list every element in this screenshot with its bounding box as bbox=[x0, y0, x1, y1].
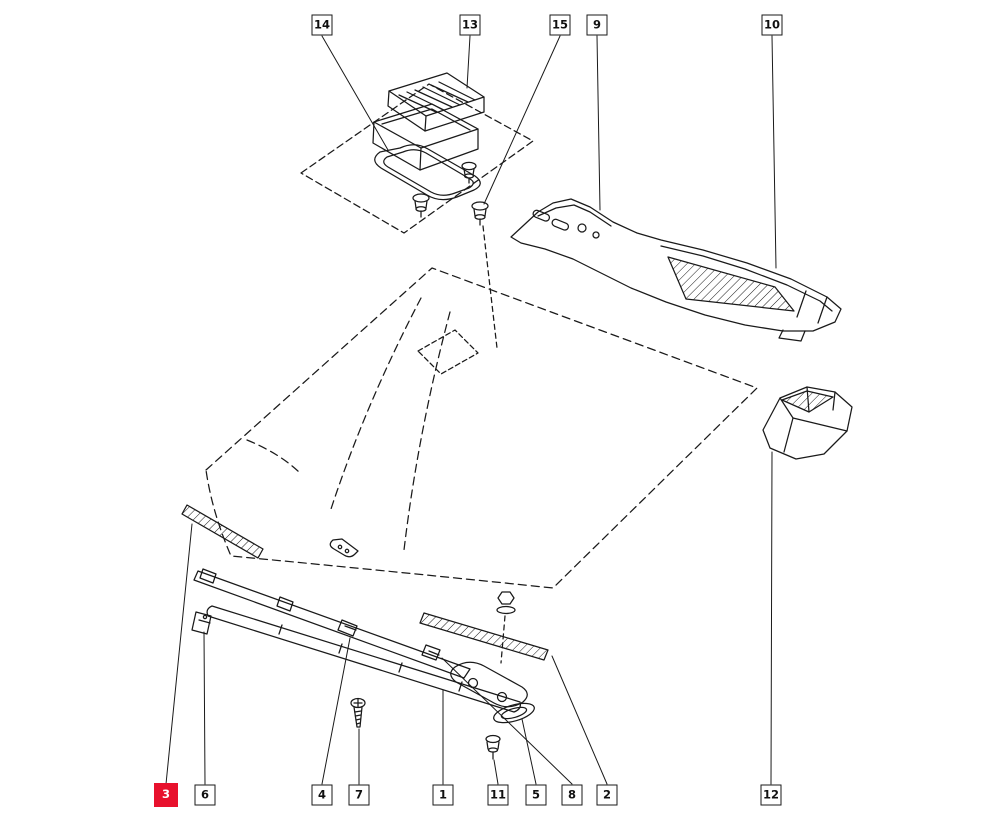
grommet-part15 bbox=[471, 201, 498, 349]
retaining-clip-8 bbox=[421, 644, 441, 661]
grommet-left bbox=[412, 193, 430, 218]
callout-7[interactable]: 7 bbox=[348, 784, 370, 806]
lower-grille-bar bbox=[206, 605, 521, 713]
air-filter-housing bbox=[372, 103, 479, 171]
right-front-strip bbox=[419, 612, 549, 661]
callout-9[interactable]: 9 bbox=[586, 14, 608, 36]
oval-washer bbox=[493, 702, 535, 724]
callout-14[interactable]: 14 bbox=[311, 14, 333, 36]
clip-6 bbox=[191, 611, 212, 635]
callout-12[interactable]: 12 bbox=[760, 784, 782, 806]
callout-6[interactable]: 6 bbox=[194, 784, 216, 806]
rivet bbox=[485, 734, 501, 760]
side-air-duct bbox=[762, 386, 853, 460]
mounting-plate-outline bbox=[300, 83, 534, 234]
callout-1[interactable]: 1 bbox=[432, 784, 454, 806]
hood-latch-detail bbox=[329, 538, 359, 558]
callout-13[interactable]: 13 bbox=[459, 14, 481, 36]
callout-3[interactable]: 3 bbox=[154, 783, 178, 807]
callout-11[interactable]: 11 bbox=[487, 784, 509, 806]
hex-bolt bbox=[496, 591, 516, 664]
callout-8[interactable]: 8 bbox=[561, 784, 583, 806]
callout-15[interactable]: 15 bbox=[549, 14, 571, 36]
callout-5[interactable]: 5 bbox=[525, 784, 547, 806]
air-filter-lid bbox=[387, 72, 485, 132]
callout-4[interactable]: 4 bbox=[311, 784, 333, 806]
screw bbox=[350, 697, 366, 728]
hood-front-strip bbox=[181, 504, 264, 559]
cowl-grille-panel bbox=[510, 198, 842, 342]
leader-lines bbox=[165, 35, 777, 785]
upper-molding-strip bbox=[193, 568, 471, 679]
callout-2[interactable]: 2 bbox=[596, 784, 618, 806]
air-filter-gasket bbox=[374, 144, 481, 201]
callout-10[interactable]: 10 bbox=[761, 14, 783, 36]
retaining-clip-4 bbox=[337, 619, 358, 637]
hood-panel bbox=[205, 267, 758, 589]
grommet-right bbox=[461, 161, 477, 184]
